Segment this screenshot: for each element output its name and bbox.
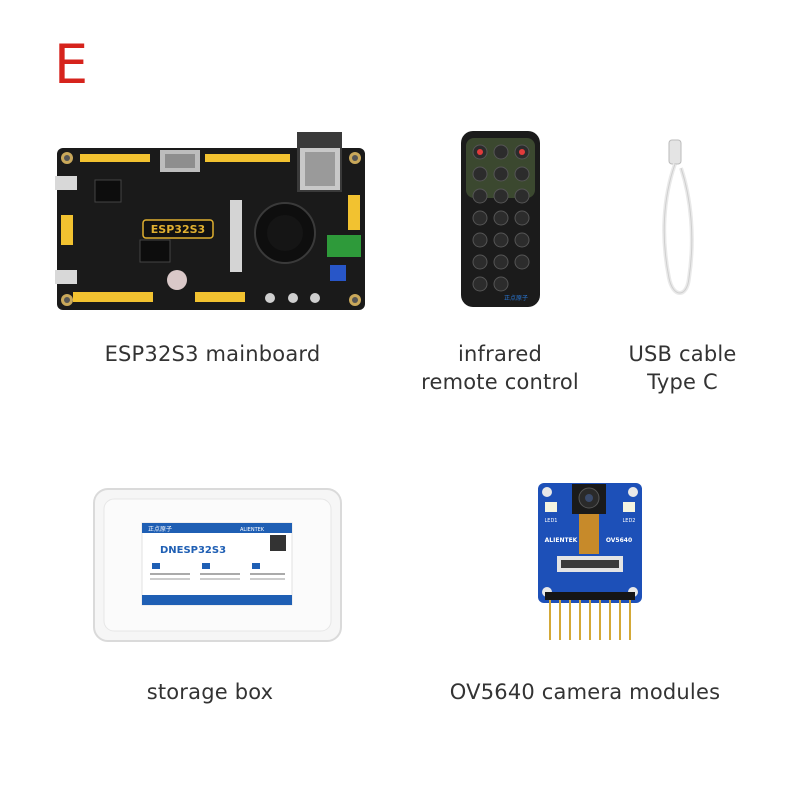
ir-remote-image: 正点原子 bbox=[461, 131, 540, 307]
variant-letter: E bbox=[54, 33, 89, 96]
esp32s3-mainboard-image: ESP32S3 bbox=[55, 132, 365, 310]
camera-maker-label: ALIENTEK bbox=[545, 537, 578, 544]
usb-cable-image bbox=[662, 139, 694, 295]
caption-remote: infrared remote control bbox=[421, 342, 579, 394]
camera-sensor-label: OV5640 bbox=[606, 537, 632, 544]
caption-camera: OV5640 camera modules bbox=[449, 680, 721, 704]
box-card-brand: 正点原子 bbox=[148, 525, 172, 533]
chip-label: ESP32S3 bbox=[151, 223, 205, 236]
camera-led1-label: LED1 bbox=[545, 518, 558, 524]
camera-led2-label: LED2 bbox=[623, 518, 636, 524]
remote-brand-label: 正点原子 bbox=[504, 294, 528, 302]
box-card-maker: ALIENTEK bbox=[240, 527, 265, 533]
storage-box-image: 正点原子 ALIENTEK DNESP32S3 bbox=[93, 488, 342, 642]
caption-storage-box: storage box bbox=[146, 680, 274, 704]
caption-mainboard: ESP32S3 mainboard bbox=[104, 342, 321, 366]
box-card-title: DNESP32S3 bbox=[160, 545, 226, 556]
camera-module-image: LED1 LED2 ALIENTEK OV5640 bbox=[538, 483, 642, 640]
caption-usb-cable: USB cable Type C bbox=[628, 342, 737, 394]
